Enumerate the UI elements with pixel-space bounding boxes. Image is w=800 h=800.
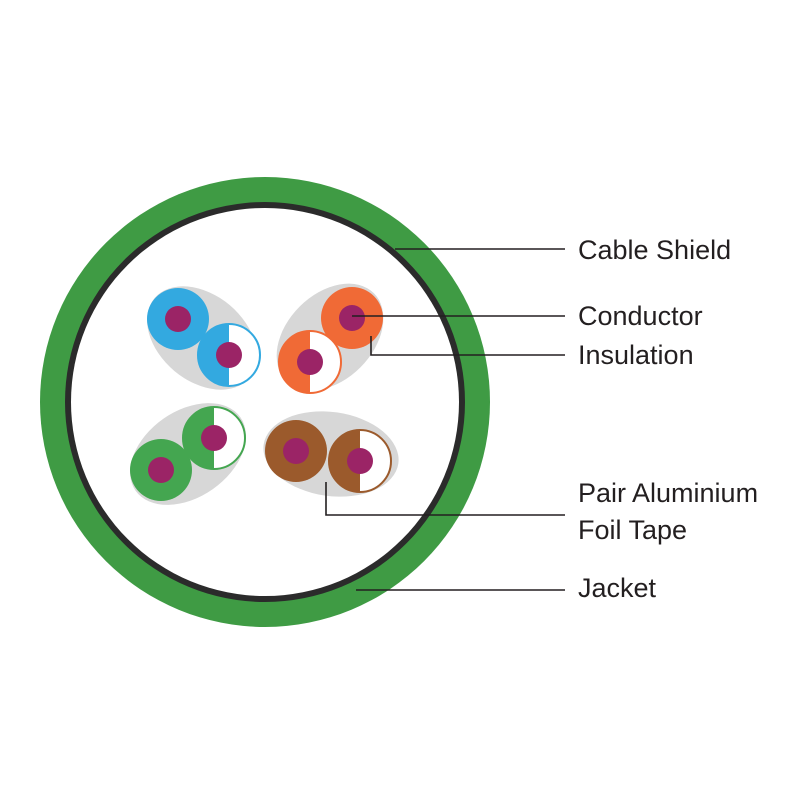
label-foil-tape-line2: Foil Tape [578, 515, 687, 545]
twisted-pairs [130, 283, 399, 505]
brown-pair [263, 411, 399, 497]
callout-labels: Cable Shield Conductor Insulation Pair A… [578, 235, 758, 603]
label-foil-tape-line1: Pair Aluminium [578, 478, 758, 508]
orange-pair [276, 283, 384, 394]
wire-conductor [165, 306, 191, 332]
label-conductor: Conductor [578, 301, 703, 331]
wire-conductor [347, 448, 373, 474]
leader-line-foil-tape [325, 482, 565, 516]
cable-core [71, 208, 459, 596]
label-cable-shield: Cable Shield [578, 235, 731, 265]
wire-conductor [216, 342, 242, 368]
wire-insulation-color-half [329, 430, 360, 492]
cable-cross-section [40, 177, 490, 627]
wire-conductor [283, 438, 309, 464]
wire-insulation-color-half [279, 331, 310, 393]
blue-pair [147, 286, 261, 390]
label-insulation: Insulation [578, 340, 694, 370]
wire-insulation-color-half [183, 407, 214, 469]
green-pair [130, 403, 246, 505]
label-jacket: Jacket [578, 573, 657, 603]
leader-lines [325, 248, 565, 591]
wire-conductor [148, 457, 174, 483]
wire-insulation-color-half [198, 324, 229, 386]
wire-conductor [201, 425, 227, 451]
leader-line-insulation [370, 336, 565, 356]
wire-conductor [339, 305, 365, 331]
wire-conductor [297, 349, 323, 375]
